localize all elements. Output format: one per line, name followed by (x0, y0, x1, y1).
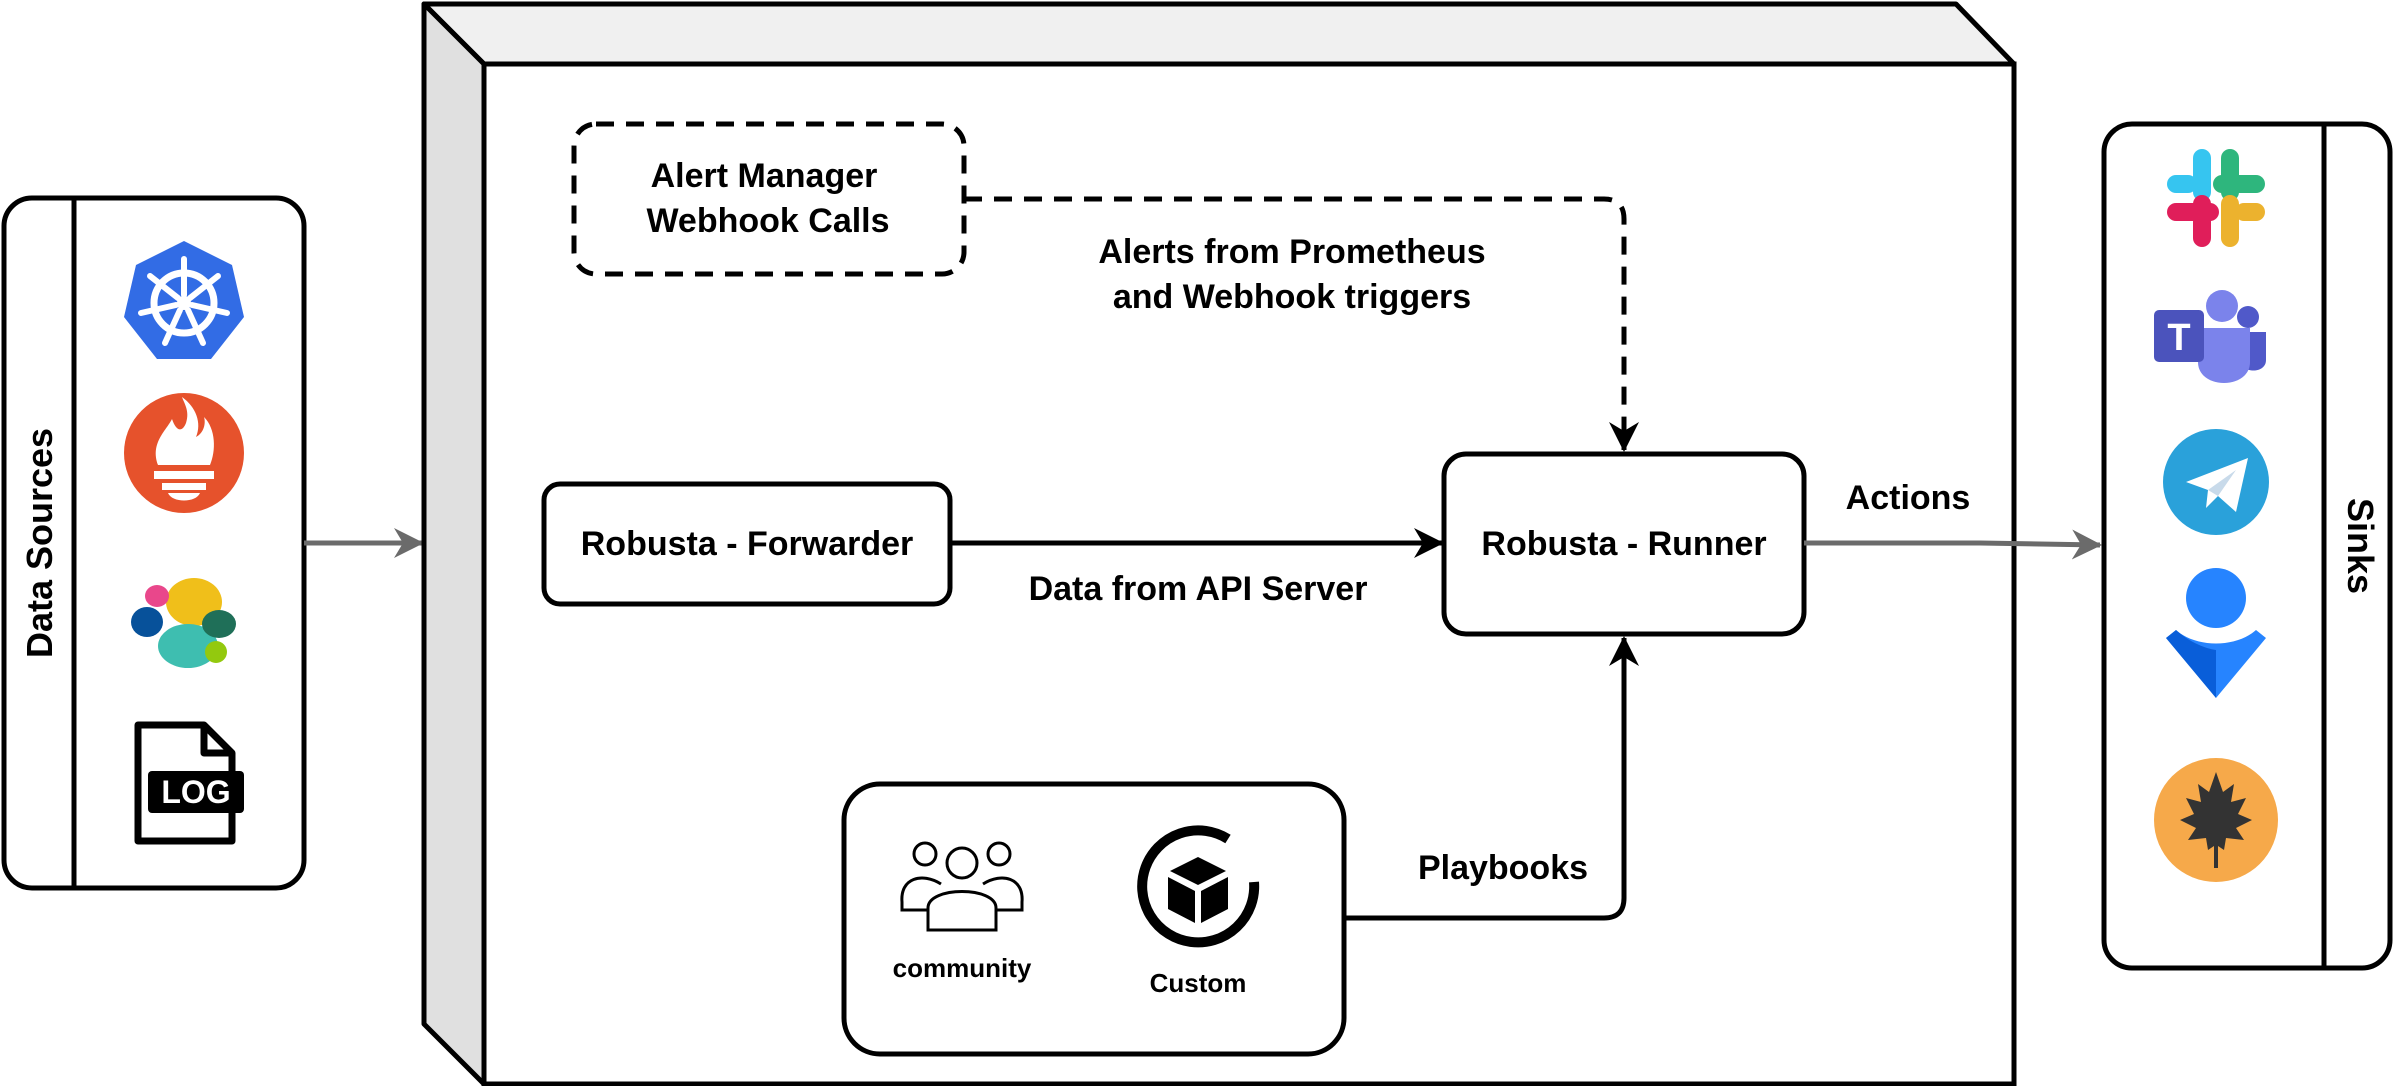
alert-manager-line2: Webhook Calls (646, 202, 889, 240)
slack-icon (2167, 149, 2265, 247)
teams-icon: T (2154, 290, 2266, 383)
playbooks-edge (1344, 636, 1639, 921)
playbooks-edge-label: Playbooks (1418, 849, 1588, 887)
data-sources-panel: Data Sources (1, 195, 307, 891)
log-file-icon: LOG (134, 721, 244, 845)
api-edge-label: Data from API Server (1029, 570, 1368, 608)
forwarder-label: Robusta - Forwarder (581, 525, 913, 563)
mattermost-leaf-icon (2154, 758, 2278, 882)
community-icon (900, 841, 1024, 932)
sinks-panel: Sinks T (2101, 121, 2393, 971)
alerts-edge-line1: Alerts from Prometheus (1098, 233, 1485, 271)
log-icon-text: LOG (161, 774, 230, 810)
runner-label: Robusta - Runner (1481, 525, 1766, 563)
actions-edge-label: Actions (1846, 479, 1971, 517)
kubernetes-icon (124, 241, 244, 359)
svg-text:T: T (2167, 317, 2190, 359)
alerts-edge (964, 196, 1639, 452)
data-sources-label: Data Sources (19, 428, 60, 658)
telegram-icon (2163, 429, 2269, 535)
opsgenie-icon (2166, 568, 2266, 698)
custom-package-icon (1137, 825, 1260, 948)
alert-manager-box: Alert Manager Webhook Calls (571, 121, 967, 277)
forwarder-box: Robusta - Forwarder (541, 481, 953, 607)
alert-manager-line1: Alert Manager (651, 157, 878, 195)
runner-box: Robusta - Runner (1441, 451, 1807, 637)
prometheus-icon (124, 393, 244, 513)
community-label: community (893, 953, 1032, 983)
elastic-icon (131, 578, 236, 668)
sinks-label: Sinks (2340, 498, 2381, 594)
alerts-edge-line2: and Webhook triggers (1113, 278, 1471, 316)
custom-label: Custom (1150, 968, 1247, 998)
actions-edge (1804, 529, 2102, 560)
playbooks-box: community Custom (841, 781, 1347, 1057)
